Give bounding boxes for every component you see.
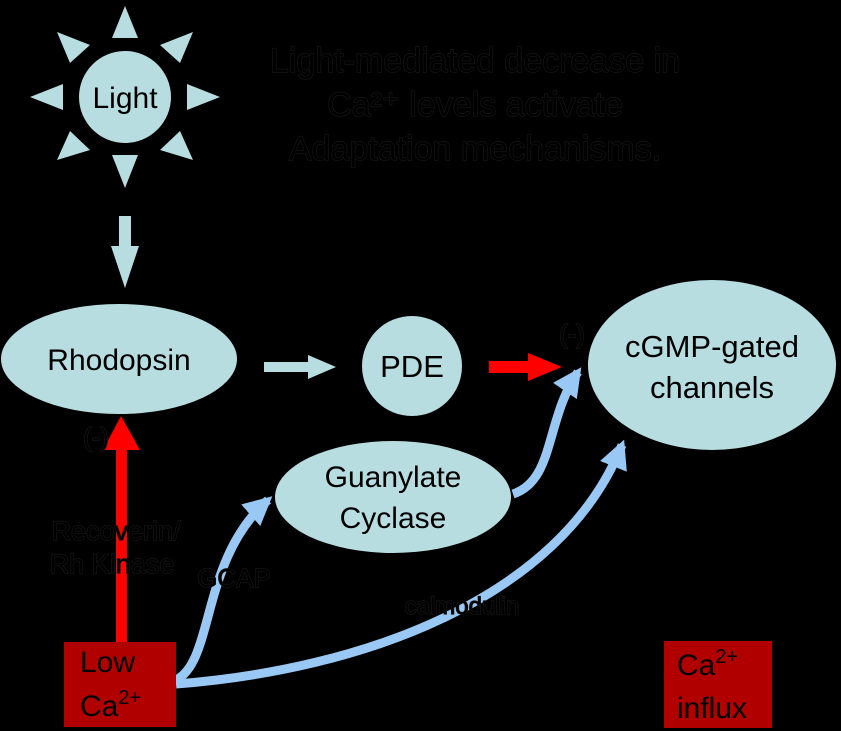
rhodopsin-to-pde-arrow bbox=[264, 355, 336, 379]
guanylate-to-channels-arrow bbox=[511, 367, 582, 499]
sun-icon bbox=[30, 6, 220, 188]
low-ca-line1: Low bbox=[80, 646, 135, 679]
light-node: Light bbox=[79, 51, 171, 143]
rhodopsin-node: Rhodopsin bbox=[1, 304, 237, 414]
rhodopsin-label: Rhodopsin bbox=[47, 344, 190, 377]
light-label: Light bbox=[92, 82, 158, 115]
gcap-arrow bbox=[173, 496, 273, 684]
calmodulin-arrow bbox=[175, 439, 627, 689]
low-ca-superscript: 2+ bbox=[118, 687, 141, 709]
recoverin-arrow bbox=[103, 416, 140, 642]
ca-influx-box: Ca2+ influx bbox=[664, 641, 772, 728]
title: Light-mediated decrease in Ca²⁺ levels a… bbox=[269, 41, 680, 168]
inhibit-channels-label: (-) bbox=[559, 319, 585, 349]
ca-influx-superscript: 2+ bbox=[715, 646, 738, 668]
low-ca-box: Low Ca2+ bbox=[64, 642, 176, 727]
guanylate-cyclase-node: Guanylate Cyclase bbox=[275, 441, 511, 553]
guanylate-label-line2: Cyclase bbox=[340, 502, 447, 535]
ca-influx-line2: influx bbox=[677, 692, 747, 725]
pde-label: PDE bbox=[380, 349, 444, 384]
pde-node: PDE bbox=[362, 316, 462, 416]
recoverin-label-line1: Recoverin/ bbox=[51, 516, 181, 546]
gcap-label: GCAP bbox=[197, 563, 271, 593]
cgmp-channels-node: cGMP-gated channels bbox=[588, 280, 836, 450]
low-ca-base: Ca bbox=[80, 690, 119, 723]
calmodulin-label: calmodulin bbox=[405, 593, 520, 620]
cgmp-label-line1: cGMP-gated bbox=[625, 329, 799, 364]
light-to-rhodopsin-arrow bbox=[111, 216, 139, 288]
recoverin-label-line2: Rh Kinase bbox=[50, 549, 175, 579]
low-ca-line2: Ca2+ bbox=[80, 687, 141, 723]
ca-influx-base: Ca bbox=[677, 649, 716, 682]
cgmp-label-line2: channels bbox=[650, 370, 774, 405]
guanylate-label-line1: Guanylate bbox=[325, 461, 462, 494]
pde-to-channels-arrow bbox=[489, 353, 562, 381]
title-line-1: Light-mediated decrease in bbox=[270, 42, 680, 80]
inhibit-rhodopsin-label: (-) bbox=[83, 422, 109, 452]
title-line-3: Adaptation mechanisms. bbox=[289, 130, 661, 168]
title-line-2: Ca²⁺ levels activate bbox=[327, 86, 623, 124]
ca-influx-line1: Ca2+ bbox=[677, 646, 738, 682]
